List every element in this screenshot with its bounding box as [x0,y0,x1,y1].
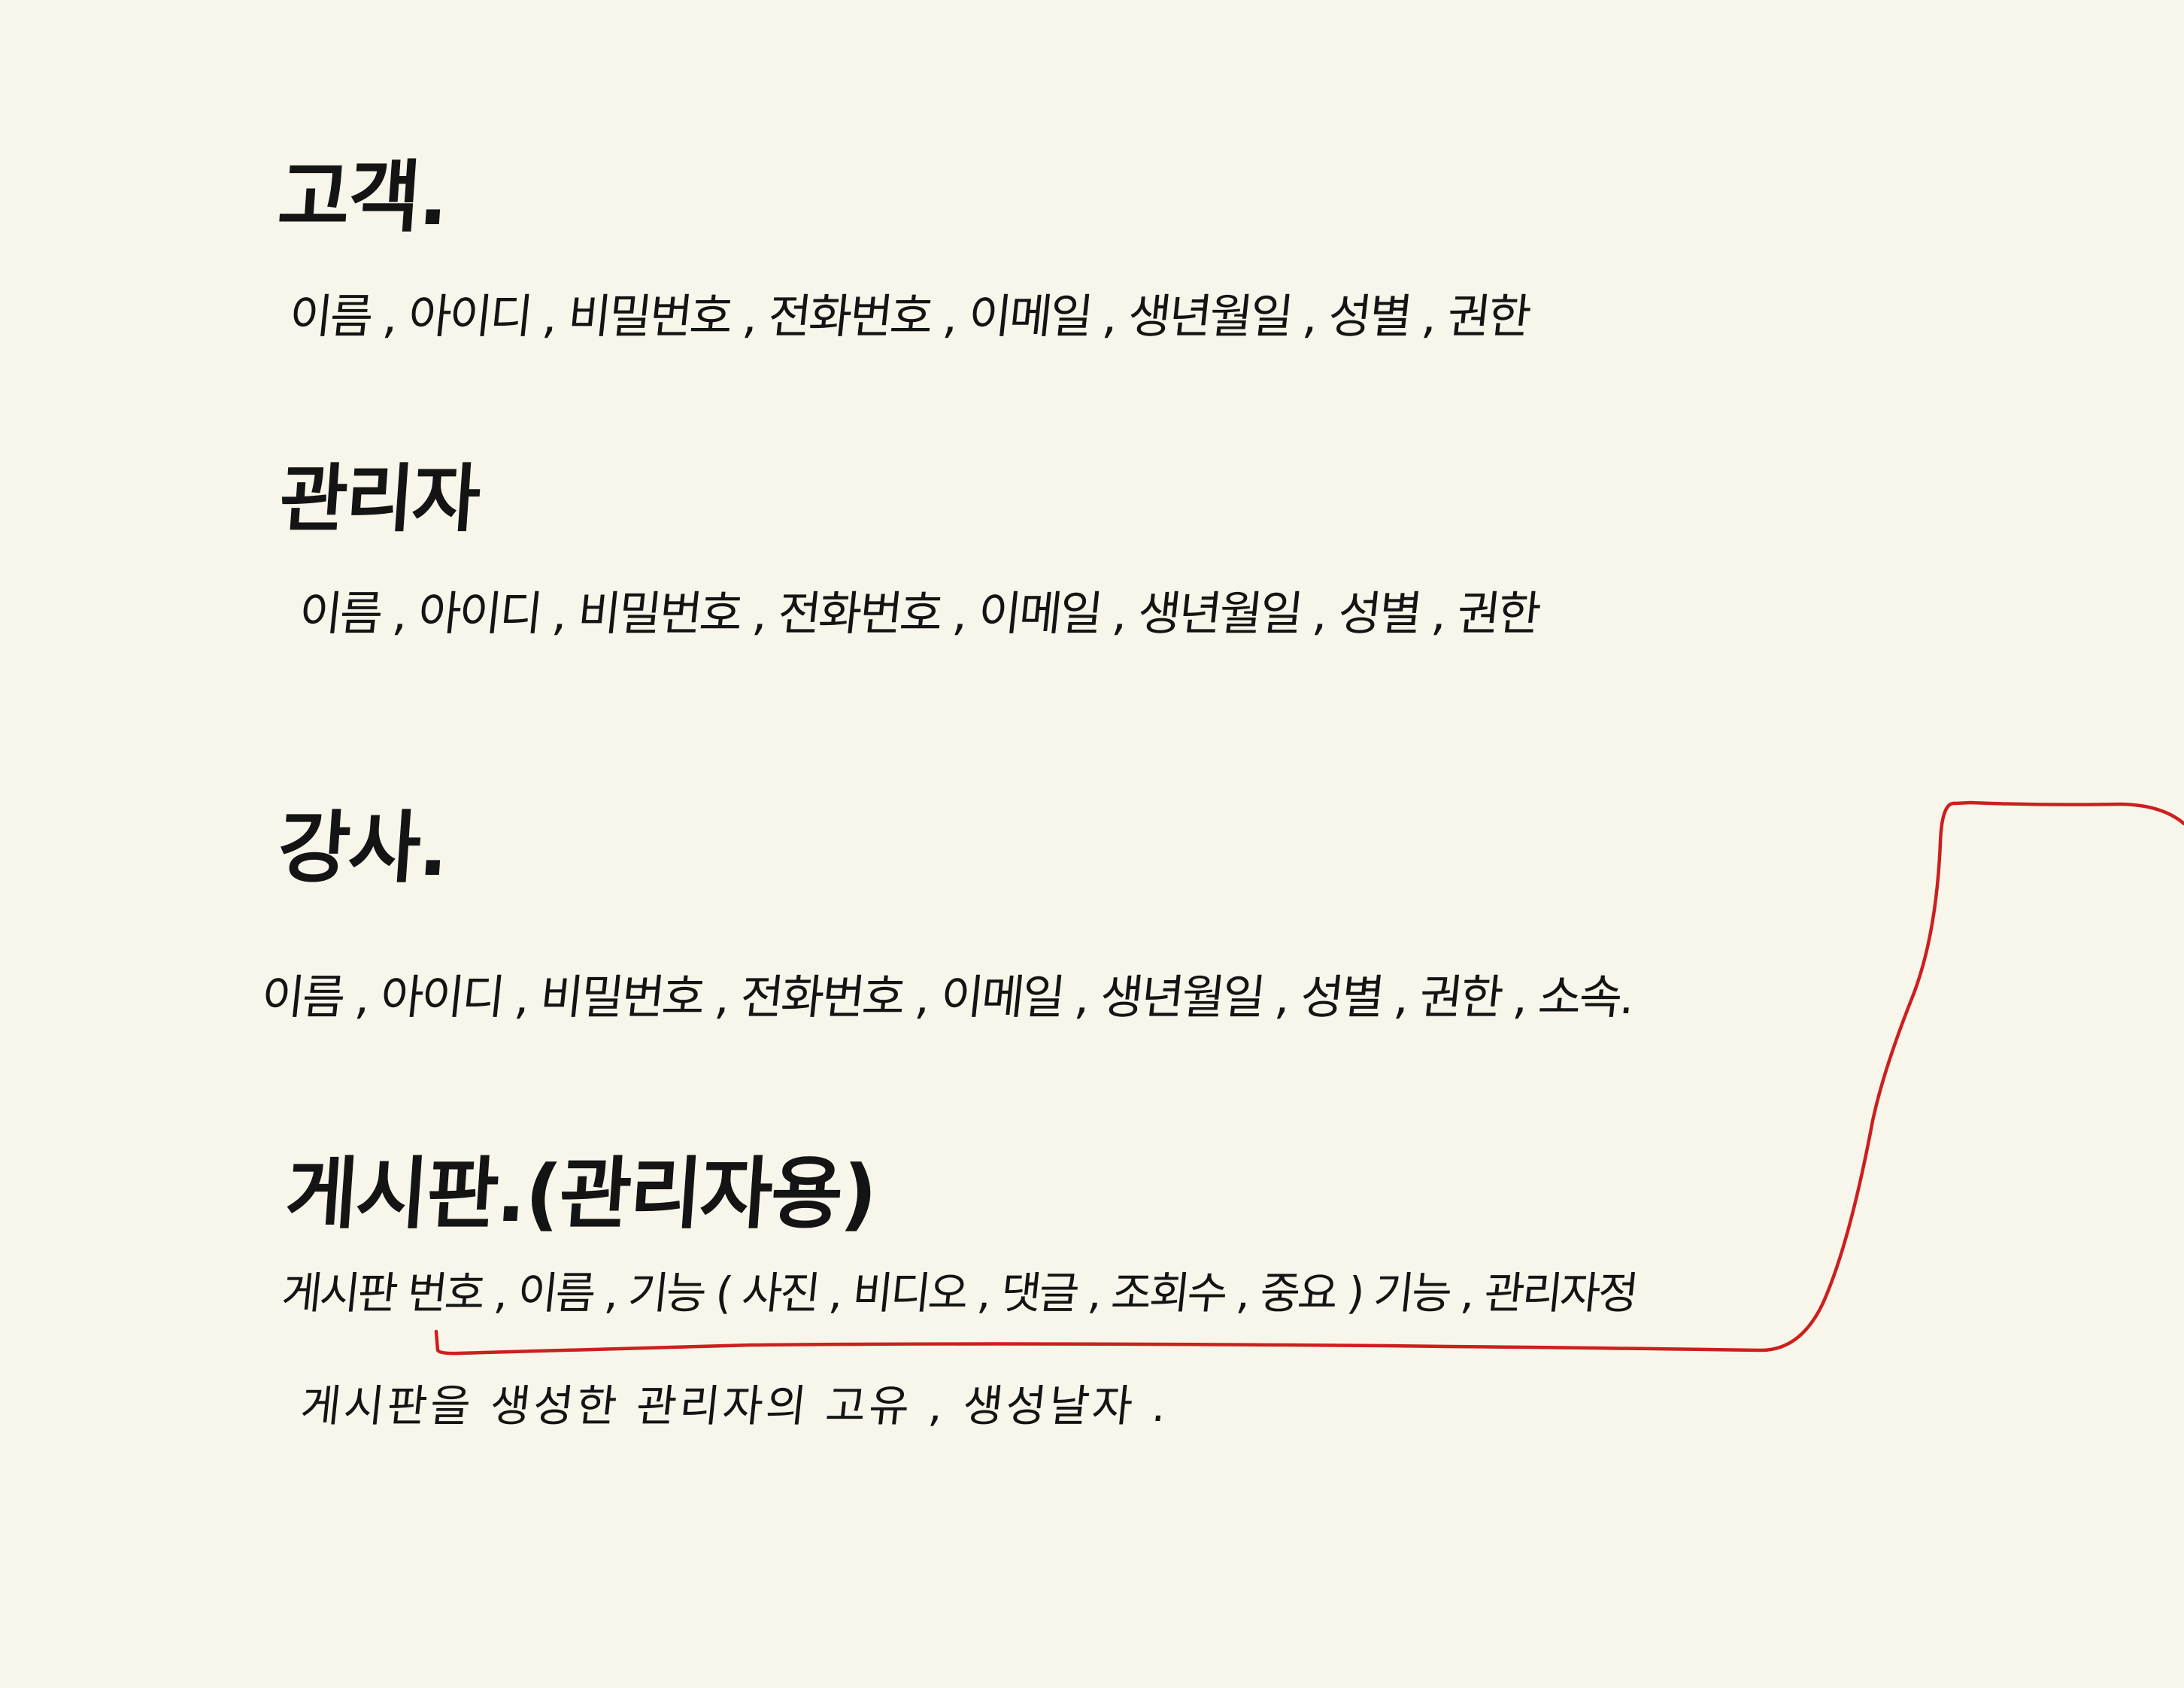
instructor-fields: 이름 , 아이디 , 비밀번호 , 전화번호 , 이메일 , 생년월일 , 성별… [259,970,1636,1025]
admin-fields: 이름 , 아이디 , 비밀번호 , 전화번호 , 이메일 , 생년월일 , 성별… [296,586,1542,641]
board-fields-line: 게시판 번호 , 이름 , 기능 ( 사진 , 비디오 , 댓글 , 조회수 ,… [279,1268,1639,1319]
instructor-heading: 강사. [275,802,451,894]
customer-heading: 고객. [275,151,451,243]
admin-heading: 관리자 [277,457,482,542]
customer-fields: 이름 , 아이디 , 비밀번호 , 전화번호 , 이메일 , 생년월일 , 성별… [287,289,1532,344]
board-heading: 게시판.(관리자용) [282,1148,879,1240]
board-creator-line: 게시판을 생성한 관리자의 고유 , 생성날자 . [298,1380,1172,1431]
